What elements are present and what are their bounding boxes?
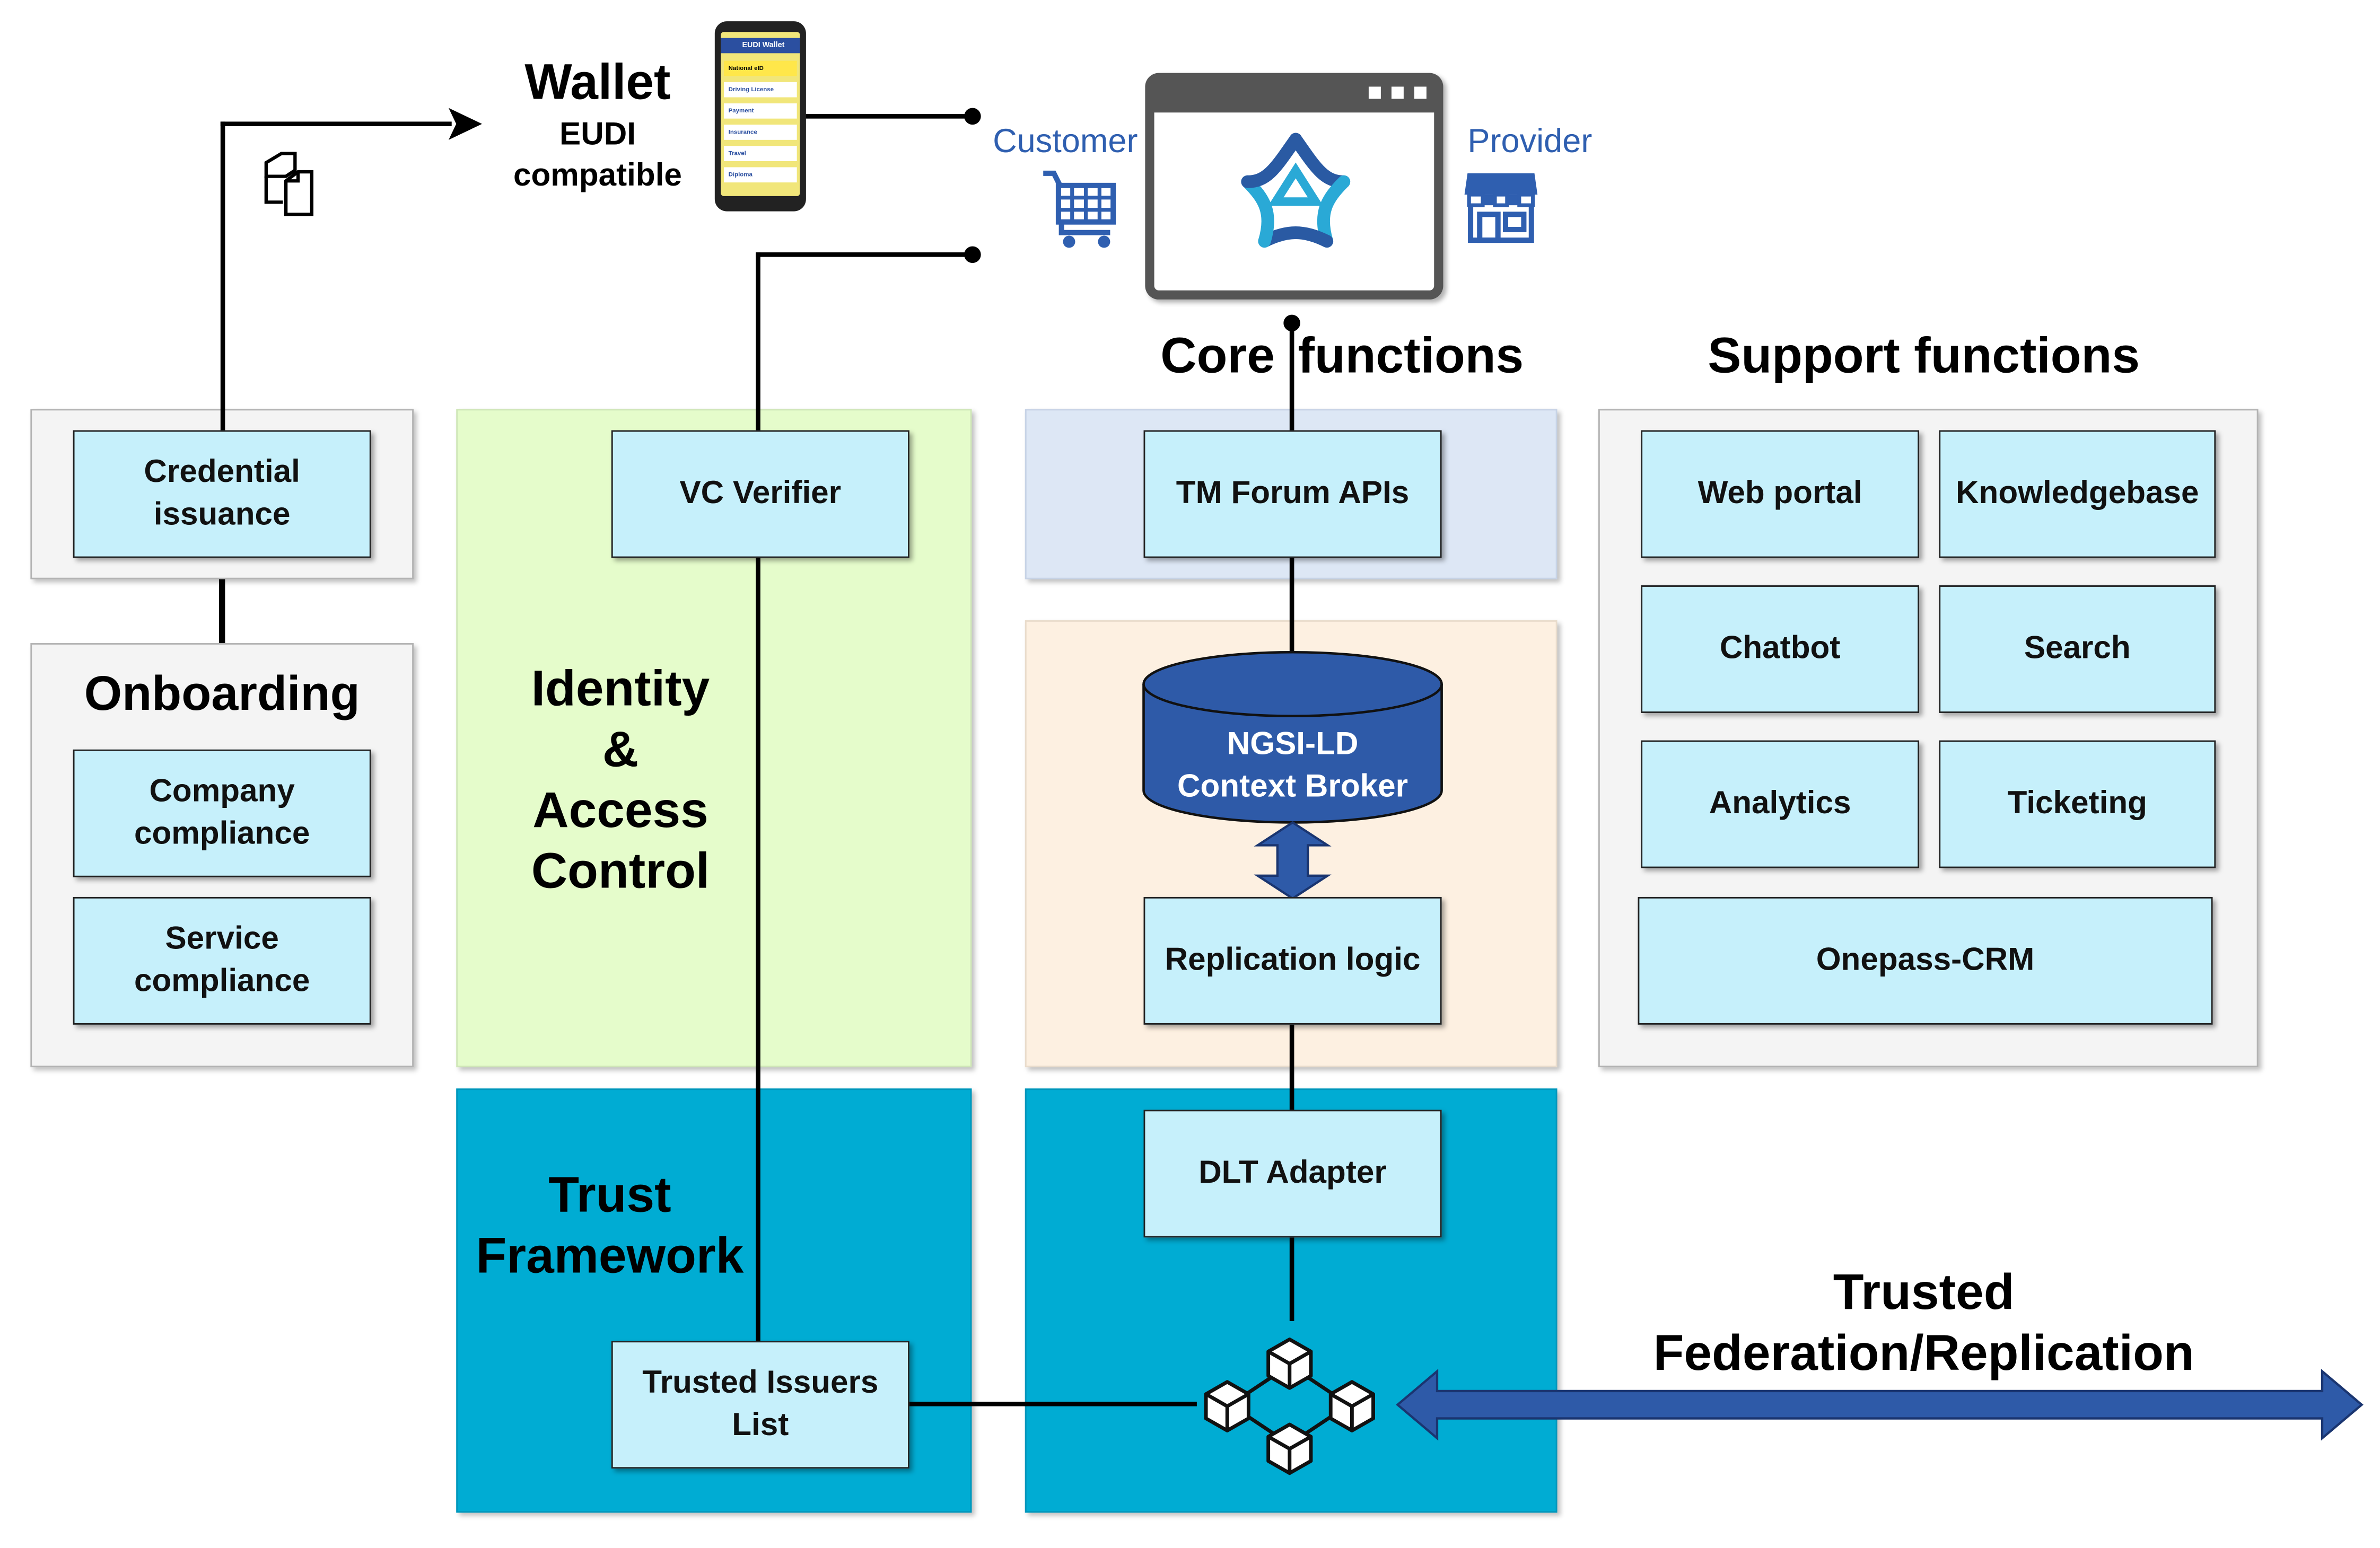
support-functions-title: Support functions: [1708, 327, 2140, 383]
wallet-to-market-line: [804, 114, 972, 119]
phone-item: Insurance: [724, 125, 797, 140]
credential-to-wallet-line-h: [220, 121, 452, 127]
context-broker-label[interactable]: NGSI-LD Context Broker: [1177, 726, 1408, 805]
credential-to-wallet-line: [220, 121, 225, 432]
phone-item: Diploma: [724, 167, 797, 183]
verifier-to-issuers-line: [756, 556, 760, 1343]
verifier-connector-dot: [964, 246, 981, 263]
shopping-cart-icon: [1043, 170, 1116, 248]
fiware-logo-icon: [1241, 133, 1351, 248]
phone-header: EUDI Wallet: [721, 38, 800, 54]
phone-item: National eID: [724, 60, 797, 76]
storefront-icon: [1464, 173, 1538, 243]
federation-title: Trusted Federation/Replication: [1653, 1263, 2194, 1380]
smartphone-icon: EUDI Wallet National eID Driving License…: [714, 21, 806, 212]
window-dot-icon: [1414, 86, 1427, 99]
search-box[interactable]: Search: [1939, 585, 2216, 713]
core-functions-title: Core functions: [1160, 327, 1524, 383]
database-icon: [1142, 650, 1443, 824]
verifier-to-market-line-v: [756, 252, 760, 432]
phone-item: Driving License: [724, 82, 797, 98]
window-dot-icon: [1368, 86, 1381, 99]
wallet-title: Wallet: [524, 53, 671, 110]
company-compliance-box[interactable]: Company compliance: [73, 749, 371, 877]
replication-to-dlt-line: [1289, 1023, 1294, 1112]
market-connector-dot: [1283, 314, 1300, 332]
blockchain-icon: [1204, 1338, 1375, 1475]
api-to-broker-line: [1289, 556, 1294, 657]
verifier-to-market-line-h: [756, 252, 972, 257]
wallet-connector-dot: [964, 108, 981, 125]
market-to-api-line: [1289, 321, 1294, 432]
credential-onboarding-line: [218, 579, 225, 644]
customer-label: Customer: [993, 121, 1138, 160]
ticketing-box[interactable]: Ticketing: [1939, 740, 2216, 868]
tm-forum-apis-box[interactable]: TM Forum APIs: [1143, 430, 1442, 558]
credential-issuance-box[interactable]: Credential issuance: [73, 430, 371, 558]
chatbot-box[interactable]: Chatbot: [1641, 585, 1920, 713]
wallet-arrowhead: [448, 108, 483, 140]
web-portal-box[interactable]: Web portal: [1641, 430, 1920, 558]
documents-icon: [264, 152, 314, 216]
analytics-box[interactable]: Analytics: [1641, 740, 1920, 868]
knowledgebase-box[interactable]: Knowledgebase: [1939, 430, 2216, 558]
trusted-issuers-list-box[interactable]: Trusted Issuers List: [611, 1341, 909, 1469]
phone-item: Travel: [724, 146, 797, 161]
window-dot-icon: [1391, 86, 1404, 99]
dlt-adapter-box[interactable]: DLT Adapter: [1143, 1110, 1442, 1238]
replication-logic-box[interactable]: Replication logic: [1143, 896, 1442, 1025]
identity-access-title: Identity & Access Control: [531, 659, 710, 899]
provider-label: Provider: [1467, 121, 1592, 160]
phone-screen: EUDI Wallet National eID Driving License…: [721, 32, 800, 196]
dlt-to-blockchain-line: [1289, 1234, 1294, 1322]
service-compliance-box[interactable]: Service compliance: [73, 896, 371, 1025]
onboarding-title: Onboarding: [84, 666, 360, 721]
phone-item: Payment: [724, 103, 797, 119]
bidirectional-arrow-icon: [1254, 821, 1332, 900]
browser-window-icon: [1145, 73, 1443, 300]
wallet-subtitle: EUDI compatible: [513, 117, 682, 194]
vc-verifier-box[interactable]: VC Verifier: [611, 430, 909, 558]
issuers-to-blockchain-line: [908, 1402, 1197, 1406]
federation-arrow-icon: [1396, 1369, 2364, 1441]
trust-framework-title: Trust Framework: [476, 1166, 744, 1283]
onepass-crm-box[interactable]: Onepass-CRM: [1638, 896, 2213, 1025]
